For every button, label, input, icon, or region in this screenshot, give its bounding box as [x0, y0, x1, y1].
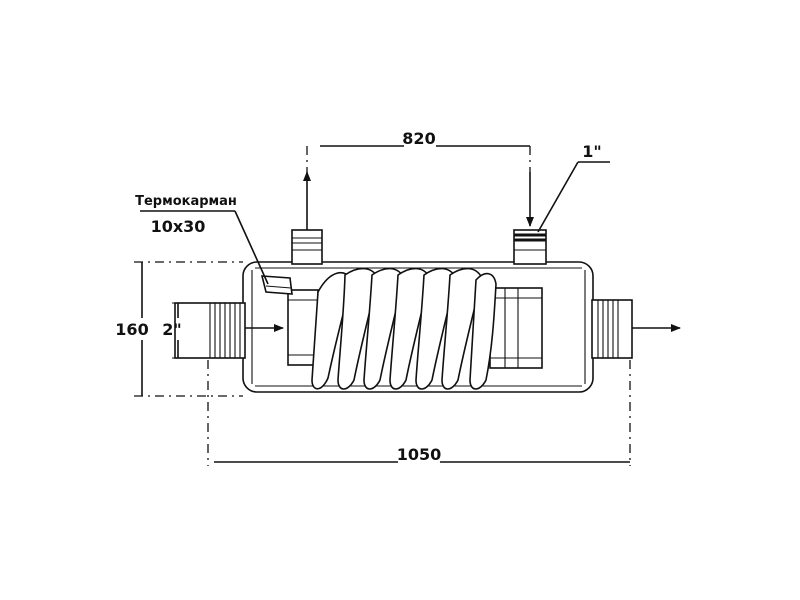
thermowell-title: Термокарман	[135, 194, 237, 209]
dimension-160-label: 160	[115, 320, 148, 339]
side-inlet-pipe	[174, 302, 246, 359]
dimension-160: 160	[115, 261, 243, 397]
left-inner-flange	[287, 289, 319, 366]
dimension-top-thread: 1"	[537, 142, 610, 233]
right-inner-flange	[489, 287, 543, 369]
thermowell-size: 10x30	[151, 217, 206, 236]
thermowell	[260, 275, 293, 295]
dimension-top-thread-label: 1"	[582, 142, 601, 161]
top-right-nozzle	[513, 229, 547, 265]
dimension-1050-label: 1050	[397, 445, 442, 464]
dimension-820: 820	[306, 129, 531, 172]
side-outlet-pipe	[591, 299, 633, 359]
dimension-side-thread: 2"	[162, 302, 190, 359]
top-left-nozzle	[291, 229, 323, 265]
helical-coil	[311, 267, 497, 390]
dimension-1050: 1050	[207, 360, 631, 466]
dimension-side-thread-label: 2"	[162, 320, 181, 339]
dimension-820-label: 820	[402, 129, 435, 148]
thermowell-callout: Термокарман 10x30	[135, 194, 269, 285]
